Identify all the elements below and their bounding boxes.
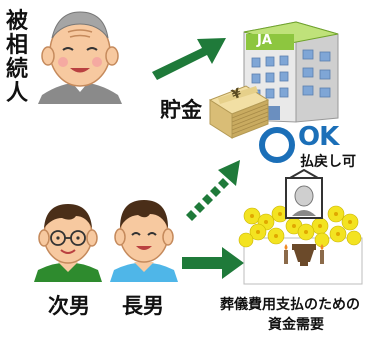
funeral-caption-line1: 葬儀費用支払のための: [220, 297, 360, 313]
decedent-label: 被 相 続 人: [4, 10, 30, 106]
decedent-char: 続: [5, 57, 28, 82]
decedent-char: 相: [5, 33, 28, 58]
eldest-son-label: 長男: [122, 294, 164, 318]
second-son-label: 次男: [48, 294, 90, 318]
ok-label: OK: [298, 122, 339, 152]
bank-sign: JA: [257, 33, 272, 48]
decedent-char: 人: [5, 81, 28, 106]
withdrawal-label: 払戻し可: [300, 154, 356, 170]
funeral-caption-line2: 資金需要: [268, 317, 324, 333]
savings-label: 貯金: [160, 98, 202, 122]
decedent-char: 被: [5, 9, 28, 34]
